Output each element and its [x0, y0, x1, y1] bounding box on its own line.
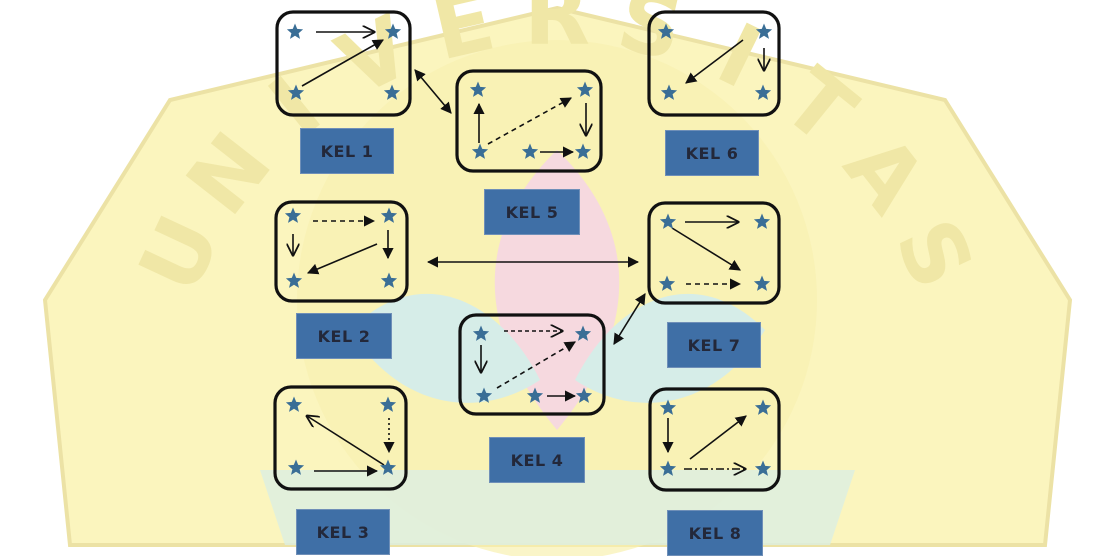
star-icon [379, 459, 397, 475]
kel7-box [647, 201, 781, 305]
kel5-formation [455, 69, 603, 173]
movement-arrow [306, 243, 378, 275]
rotation-link-arrow [414, 69, 452, 114]
kel4-box [458, 313, 606, 416]
star-icon [576, 81, 594, 97]
star-icon [574, 143, 592, 159]
kel3-label: KEL 3 [296, 509, 390, 555]
movement-arrow [689, 415, 747, 460]
star-icon [526, 387, 544, 403]
kel4-formation [458, 313, 606, 416]
star-icon [384, 23, 402, 39]
star-icon [753, 275, 771, 291]
star-icon [659, 213, 677, 229]
rotation-links [414, 69, 646, 345]
star-icon [659, 399, 677, 415]
formation-boxes [273, 10, 781, 492]
star-icon [379, 396, 397, 412]
star-icon [521, 143, 539, 159]
star-icon [754, 399, 772, 415]
movement-arrow [496, 341, 576, 389]
star-icon [575, 387, 593, 403]
star-icon [475, 387, 493, 403]
kel5-label: KEL 5 [484, 189, 580, 235]
watermark-letter: R [524, 0, 590, 64]
movement-arrow [301, 39, 384, 87]
star-icon [472, 325, 490, 341]
kel6-box [647, 10, 781, 117]
star-icon [383, 84, 401, 100]
kel5-box [455, 69, 603, 173]
star-icon [284, 207, 302, 223]
kel3-formation [273, 385, 408, 491]
kel8-box [648, 387, 781, 492]
movement-arrow [671, 227, 741, 271]
kel7-formation [647, 201, 781, 305]
movement-arrow [685, 39, 744, 84]
kel1-label: KEL 1 [300, 128, 394, 174]
star-icon [469, 81, 487, 97]
kel3-box [273, 385, 408, 491]
kel1-box [275, 10, 412, 117]
star-icon [574, 325, 592, 341]
star-icon [287, 459, 305, 475]
kel8-formation [648, 387, 781, 492]
star-icon [659, 460, 677, 476]
watermark-leaf-left [350, 293, 540, 403]
kel2-formation [274, 200, 409, 303]
kel2-label: KEL 2 [296, 313, 392, 359]
rotation-link-arrow [613, 293, 646, 345]
star-icon [754, 84, 772, 100]
star-icon [754, 460, 772, 476]
star-icon [285, 396, 303, 412]
star-icon [471, 143, 489, 159]
movement-arrow [487, 97, 572, 145]
kel1-formation [275, 10, 412, 117]
kel8-label: KEL 8 [667, 510, 763, 556]
kel6-label: KEL 6 [665, 130, 759, 176]
kel2-box [274, 200, 409, 303]
kel4-label: KEL 4 [489, 437, 585, 483]
star-icon [755, 23, 773, 39]
star-icon [657, 23, 675, 39]
star-icon [660, 84, 678, 100]
movement-arrow [307, 416, 385, 466]
kel6-formation [647, 10, 781, 117]
star-icon [380, 272, 398, 288]
star-icon [658, 275, 676, 291]
star-icon [287, 84, 305, 100]
star-icon [286, 23, 304, 39]
kel7-label: KEL 7 [667, 322, 761, 368]
star-icon [285, 272, 303, 288]
star-icon [753, 213, 771, 229]
star-icon [380, 207, 398, 223]
